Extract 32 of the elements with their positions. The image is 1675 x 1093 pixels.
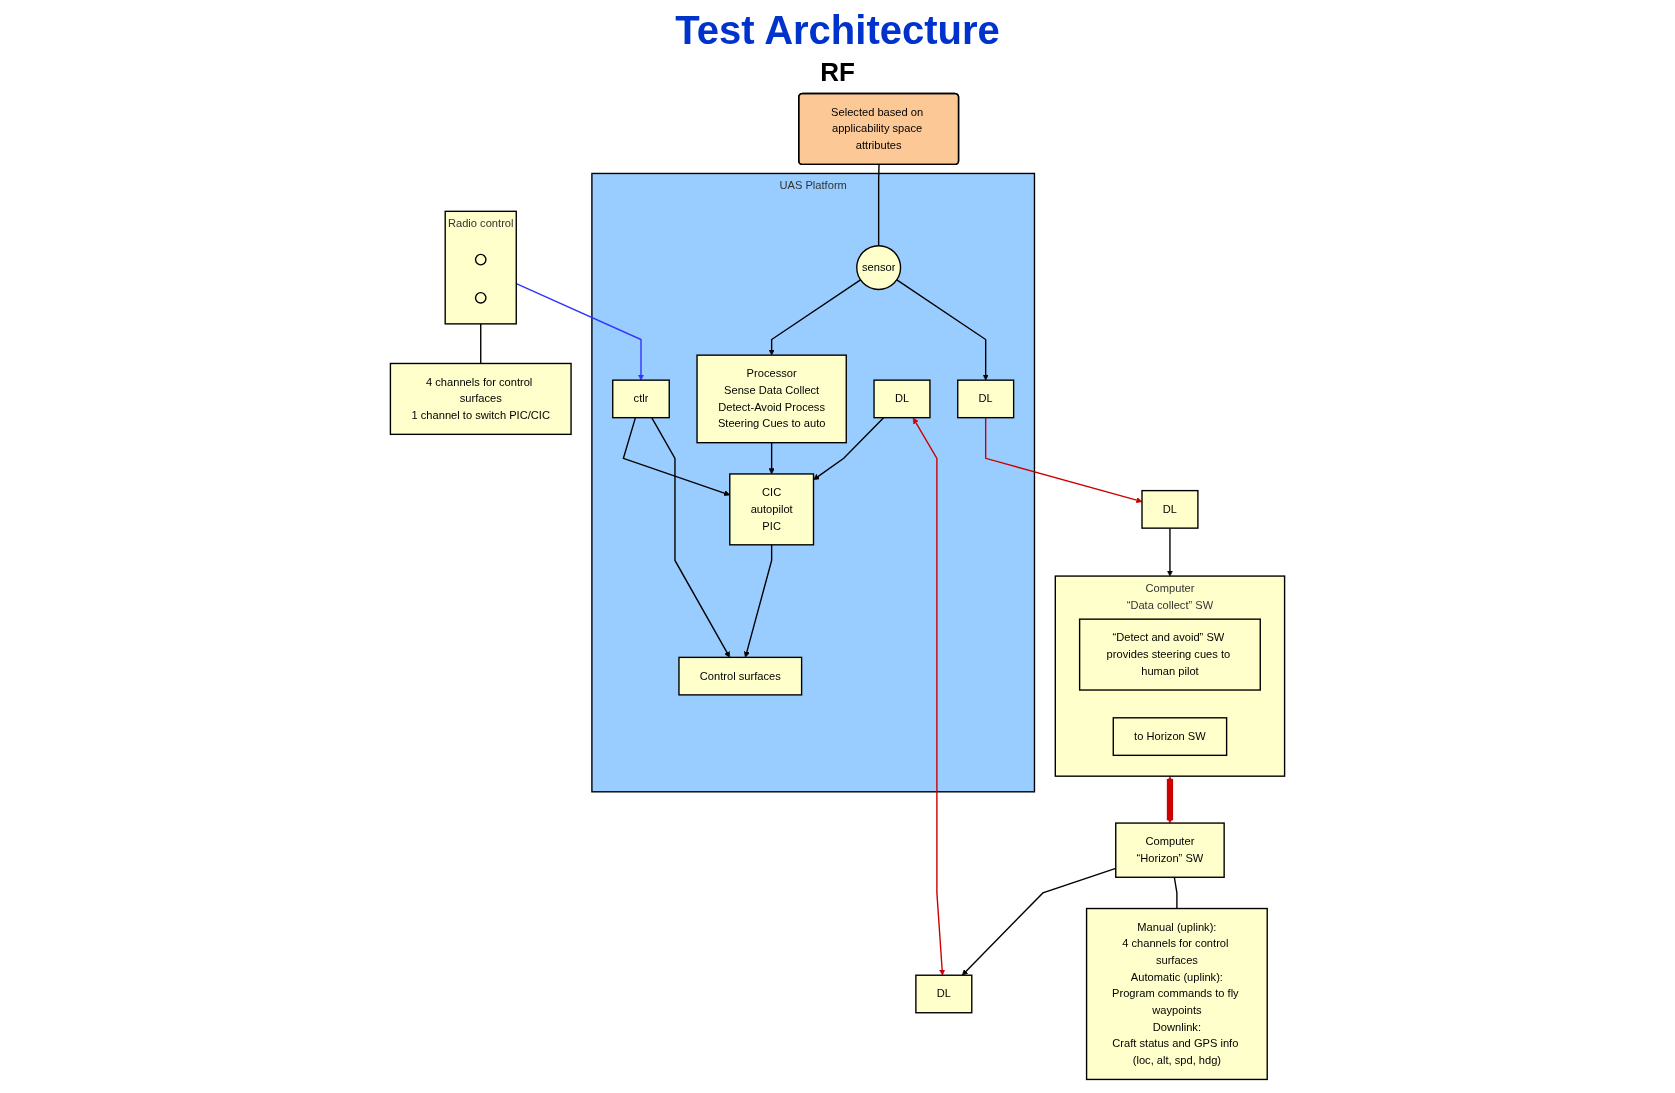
arrow <box>743 544 773 658</box>
node-box: to Horizon SW <box>1112 717 1228 757</box>
node-box: “Detect and avoid” SW provides steering cues to human pilot <box>1078 618 1261 691</box>
arrow <box>912 417 946 976</box>
arrow <box>651 416 730 658</box>
connector <box>480 323 482 365</box>
node-circle <box>474 253 487 266</box>
arrow <box>896 279 989 381</box>
node-box: 4 channels for control surfaces 1 channel to switch PIC/CIC <box>389 362 572 436</box>
node-box: Control surfaces <box>678 656 803 696</box>
node-box: CIC autopilot PIC <box>729 473 815 546</box>
node-box: ctlr <box>612 379 670 419</box>
connector <box>1173 876 1178 910</box>
node-box: Processor Sense Data Collect Detect-Avoid Process Steering Cues to auto <box>696 354 847 444</box>
arrow <box>985 416 1143 504</box>
node-box: DL <box>915 974 973 1014</box>
node-box: Manual (uplink): 4 channels for control surfaces Automatic (uplink): Program commands to fly waypoints Downlink: Craft status and GPS info (loc, alt, spd, hdg) <box>1085 907 1268 1081</box>
arrow <box>768 442 775 475</box>
node-circle <box>474 291 487 304</box>
node-box: DL <box>957 379 1015 419</box>
node-box: DL <box>1141 489 1199 529</box>
arrow <box>813 416 885 480</box>
cluster: Radio control <box>444 210 517 325</box>
title: Test Architecture <box>675 8 1000 53</box>
arrow <box>1166 527 1173 577</box>
node-circle: sensor <box>856 245 902 291</box>
node-box: Computer “Horizon” SW <box>1115 822 1225 878</box>
arrow <box>768 279 862 356</box>
connector <box>877 164 880 247</box>
signal-label: RF <box>820 57 855 87</box>
node-box: DL <box>873 379 931 419</box>
arrow <box>1166 776 1174 824</box>
